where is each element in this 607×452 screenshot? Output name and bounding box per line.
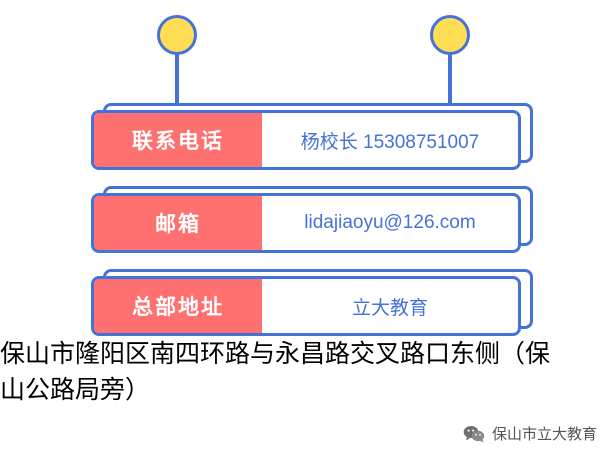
row-label-phone: 联系电话 [94, 113, 262, 167]
connector-line-left [175, 42, 179, 120]
contact-row-phone: 联系电话 杨校长 15308751007 [91, 110, 521, 170]
row-value-phone: 杨校长 15308751007 [300, 131, 480, 153]
row-value-email: lidajiaoyu@126.com [304, 212, 476, 233]
row-label-email: 邮箱 [94, 196, 262, 250]
wechat-footer: 保山市立大教育 [463, 423, 597, 444]
row-value-address: 立大教育 [351, 297, 428, 319]
pin-circle-right [430, 15, 470, 55]
wechat-icon [463, 425, 485, 443]
row-label-address: 总部地址 [94, 279, 262, 333]
pin-circle-left [157, 15, 197, 55]
wechat-account-name: 保山市立大教育 [491, 426, 597, 443]
contact-infographic: 联系电话 杨校长 15308751007 邮箱 lidajiaoyu@126.c… [91, 15, 533, 336]
connector-line-right [448, 42, 452, 120]
contact-row-email: 邮箱 lidajiaoyu@126.com [91, 193, 521, 253]
address-line-1: 保山市隆阳区南四环路与永昌路交叉路口东侧（保 [0, 340, 551, 368]
contact-row-address: 总部地址 立大教育 [91, 276, 521, 336]
address-line-2: 山公路局旁） [0, 375, 151, 404]
address-paragraph: 保山市隆阳区南四环路与永昌路交叉路口东侧（保 山公路局旁） [0, 337, 607, 408]
